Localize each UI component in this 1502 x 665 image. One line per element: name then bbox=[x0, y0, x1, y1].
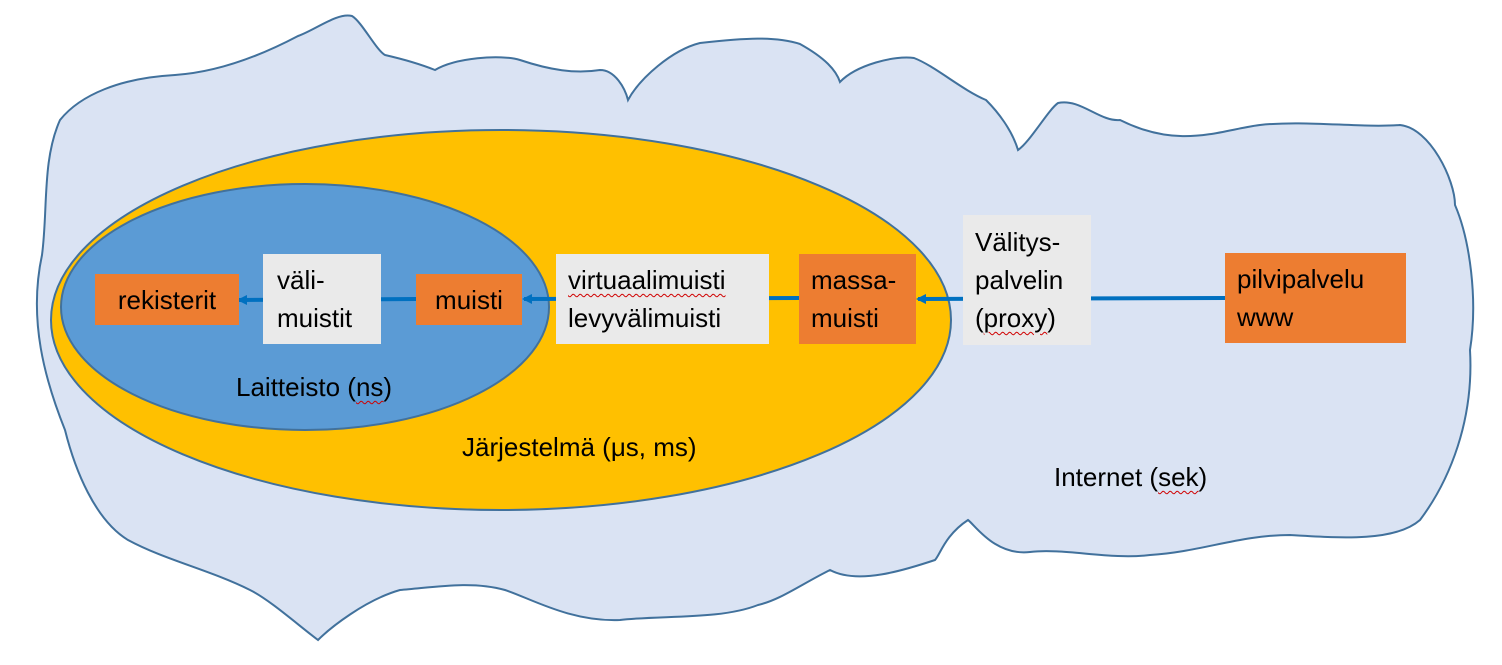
cloud-label-line2: www bbox=[1237, 302, 1294, 332]
cache-label-line1: väli- bbox=[277, 265, 325, 295]
internet-region-label: Internet (sek) bbox=[1054, 462, 1207, 493]
proxy-box: Välitys- palvelin (proxy) bbox=[963, 215, 1091, 345]
hardware-label-text: Laitteisto ( bbox=[236, 372, 356, 402]
proxy-label-line2: palvelin bbox=[975, 265, 1064, 295]
cache-label-line2: muistit bbox=[277, 303, 353, 333]
registers-box: rekisterit bbox=[95, 274, 239, 325]
system-label-text: Järjestelmä (μs, ms) bbox=[462, 432, 697, 462]
proxy-label-marked: proxy bbox=[983, 303, 1048, 333]
hardware-label-end: ) bbox=[383, 372, 393, 402]
virtual-label-line1: virtuaalimuisti bbox=[568, 265, 726, 295]
memory-box: muisti bbox=[416, 274, 522, 325]
cloud-label-line1: pilvipalvelu bbox=[1237, 264, 1365, 294]
mass-label-line1: massa- bbox=[811, 265, 897, 295]
cloud-service-box: pilvipalvelu www bbox=[1225, 253, 1406, 343]
internet-label-end: ) bbox=[1198, 462, 1208, 492]
proxy-label-line3: (proxy) bbox=[975, 299, 1091, 337]
mass-storage-box: massa- muisti bbox=[799, 254, 916, 344]
internet-label-marked: sek bbox=[1158, 462, 1199, 492]
proxy-label-close: ) bbox=[1047, 303, 1056, 333]
cache-box: väli- muistit bbox=[263, 254, 381, 344]
hardware-label-marked: ns bbox=[355, 372, 384, 402]
virtual-label-line2: levyvälimuisti bbox=[568, 303, 722, 333]
system-region-label: Järjestelmä (μs, ms) bbox=[462, 432, 697, 463]
proxy-label-open: ( bbox=[975, 303, 984, 333]
hardware-region-label: Laitteisto (ns) bbox=[236, 372, 392, 403]
mass-label-line2: muisti bbox=[811, 303, 879, 333]
memory-label: muisti bbox=[435, 284, 503, 315]
virtual-memory-box: virtuaalimuisti levyvälimuisti bbox=[556, 254, 769, 344]
internet-label-text: Internet ( bbox=[1054, 462, 1159, 492]
registers-label: rekisterit bbox=[117, 284, 217, 315]
proxy-label-line1: Välitys- bbox=[975, 227, 1061, 257]
